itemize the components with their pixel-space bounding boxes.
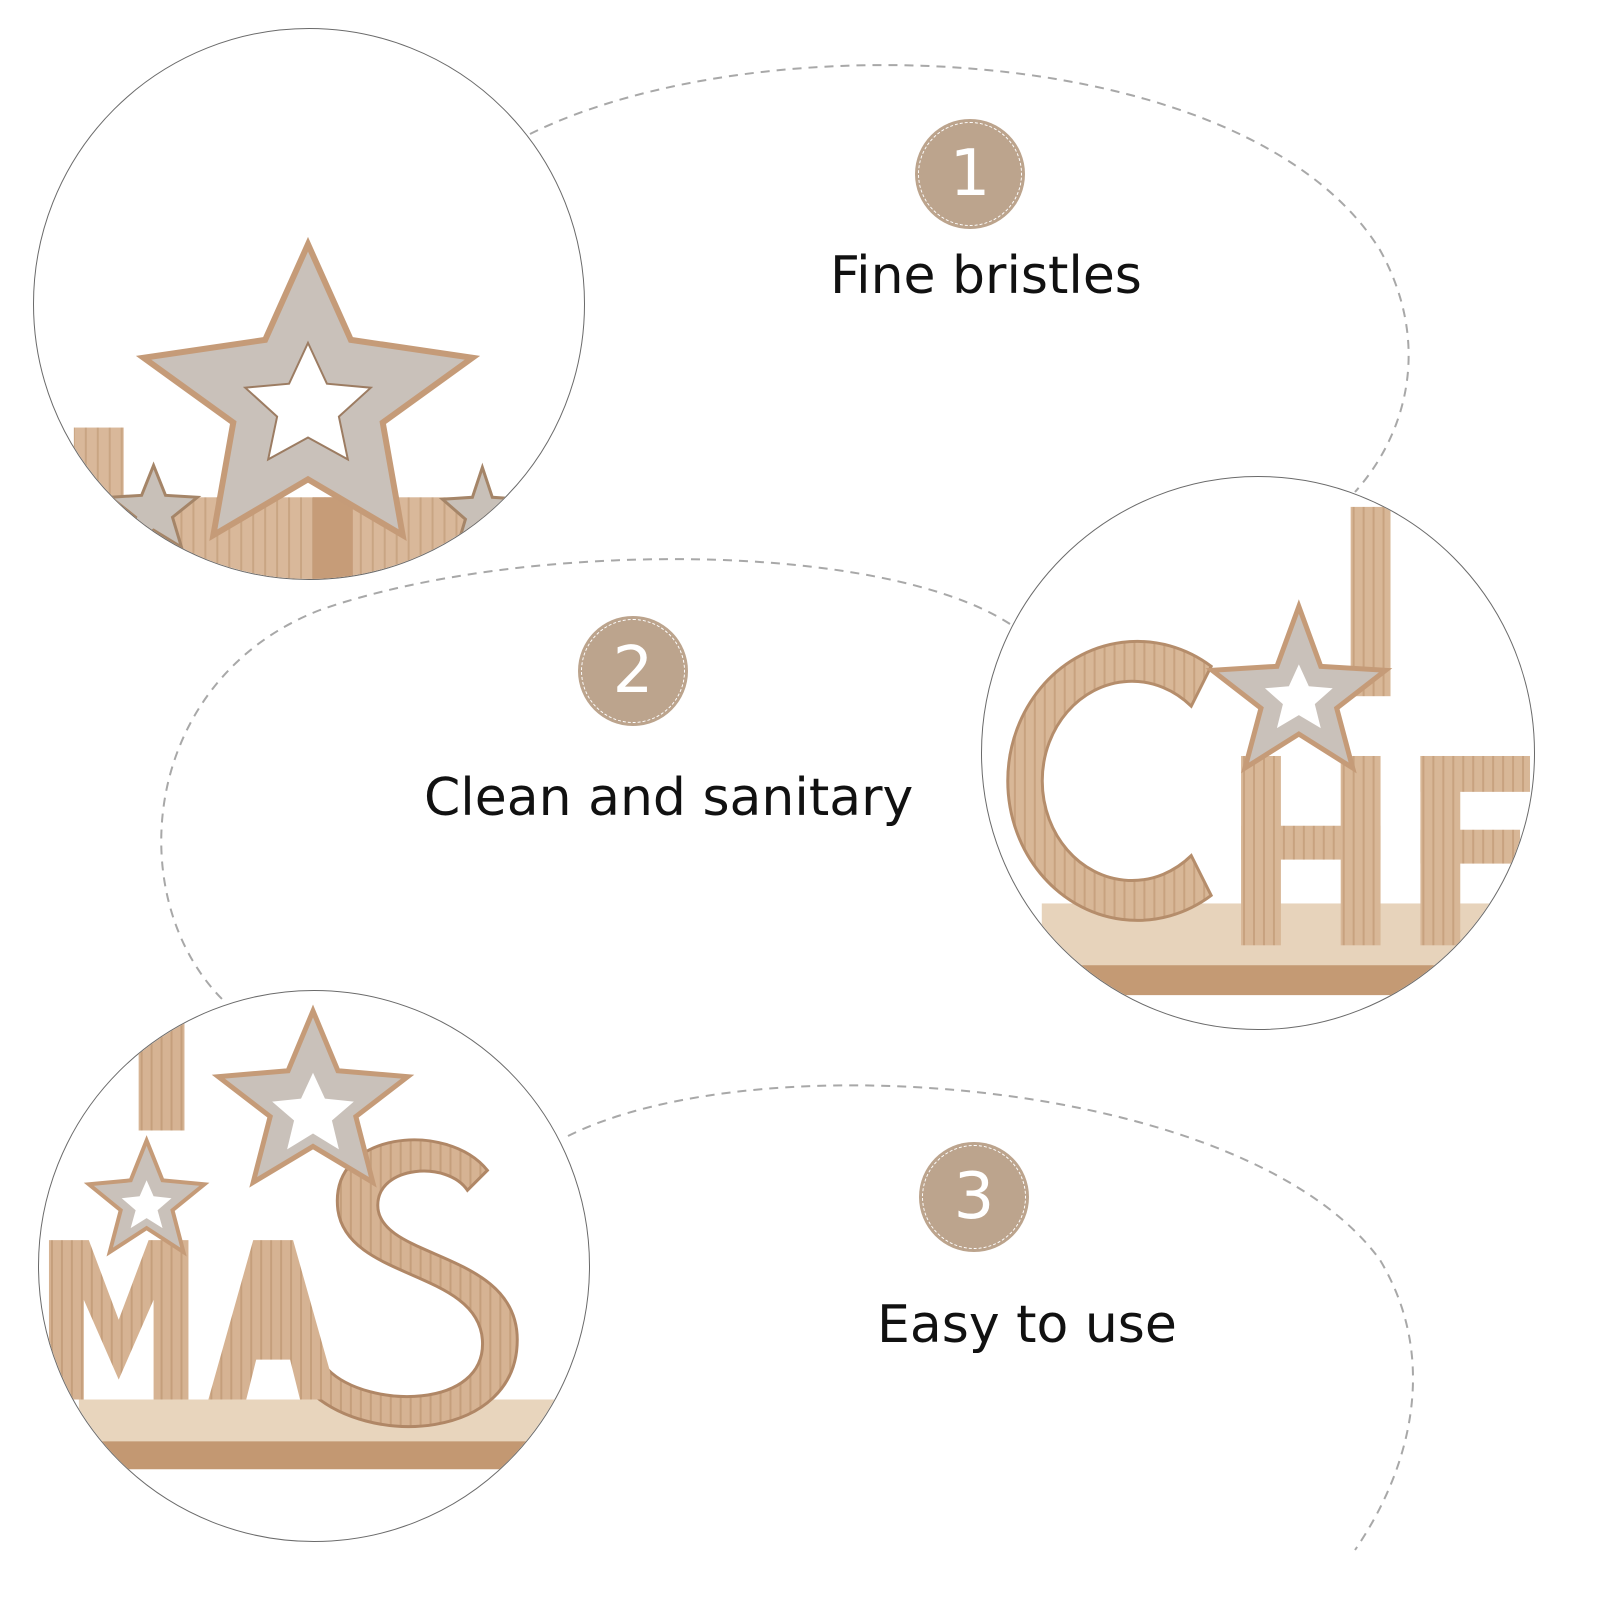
small-star-left <box>106 461 202 551</box>
star-hole-large <box>272 1072 354 1150</box>
step-number: 1 <box>949 137 991 211</box>
star-hole <box>242 340 374 462</box>
step-number: 2 <box>612 634 654 708</box>
feature-label-easy-to-use: Easy to use <box>877 1295 1177 1355</box>
product-photo-ch-letters <box>981 476 1535 1030</box>
connector-bottom <box>567 1084 1414 1551</box>
feature-label-fine-bristles: Fine bristles <box>830 246 1142 306</box>
letter-m <box>48 1240 189 1400</box>
step-badge-1: 1 <box>915 119 1025 229</box>
connector-middle <box>160 558 1011 1003</box>
letter-s <box>305 1138 519 1428</box>
step-number: 3 <box>953 1160 995 1234</box>
star-cutout-illustration <box>73 236 526 579</box>
star-hole-small <box>121 1180 172 1229</box>
ch-letters-illustration <box>1006 506 1531 996</box>
product-photo-mas-letters <box>38 990 590 1542</box>
letter-a <box>208 1240 338 1400</box>
star-hole <box>1264 664 1333 729</box>
letter-h-bar <box>1241 825 1381 860</box>
letter-c <box>1006 639 1214 922</box>
feature-label-clean-and-sanitary: Clean and sanitary <box>424 768 914 828</box>
step-badge-3: 3 <box>919 1142 1029 1252</box>
step-badge-2: 2 <box>578 616 688 726</box>
connector-top <box>529 64 1410 493</box>
mas-letters-illustration <box>48 1004 558 1470</box>
product-photo-star-closeup <box>33 28 585 580</box>
small-star-right <box>438 462 526 553</box>
